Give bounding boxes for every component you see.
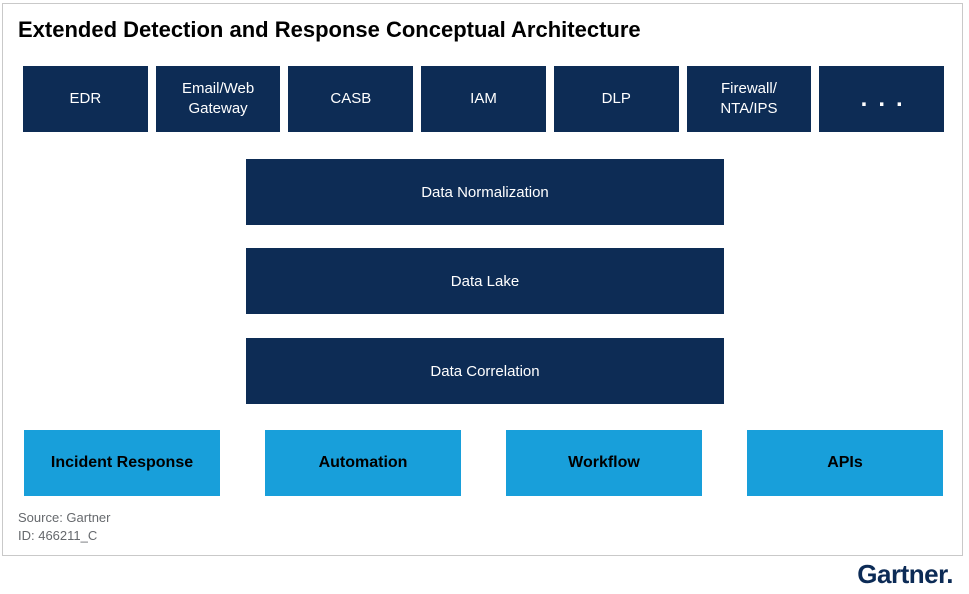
top-box-dlp: DLP: [553, 66, 679, 132]
top-box-email-web-gateway: Email/Web Gateway: [155, 66, 281, 132]
source-block: Source: Gartner ID: 466211_C: [18, 509, 111, 545]
bottom-box-label: Automation: [318, 454, 408, 471]
source-line: Source: Gartner: [18, 510, 111, 525]
top-box-label: Firewall/ NTA/IPS: [720, 80, 778, 117]
ellipsis-dots: ...: [860, 85, 914, 112]
top-box-label: DLP: [601, 90, 631, 107]
top-box-label: IAM: [470, 90, 497, 107]
gartner-logo: Gartner.: [857, 559, 953, 589]
telemetry-sources-row: EDR Email/Web Gateway CASB IAM DLP Firew…: [23, 66, 945, 132]
response-capabilities-row: Incident Response Automation Workflow AP…: [24, 430, 943, 496]
bar-label: Data Lake: [450, 272, 520, 290]
top-box-label: EDR: [69, 90, 102, 107]
bottom-box-label: Workflow: [568, 454, 640, 471]
bottom-box-apis: APIs: [747, 430, 943, 496]
bottom-box-label: Incident Response: [50, 454, 194, 471]
bottom-box-workflow: Workflow: [506, 430, 702, 496]
top-box-casb: CASB: [288, 66, 414, 132]
figure-id-line: ID: 466211_C: [18, 528, 98, 543]
bar-data-lake: Data Lake: [246, 248, 724, 314]
bottom-box-automation: Automation: [265, 430, 461, 496]
bar-data-correlation: Data Correlation: [246, 338, 724, 404]
bottom-box-label: APIs: [827, 454, 863, 471]
top-box-ellipsis: ...: [819, 66, 945, 132]
top-box-iam: IAM: [421, 66, 546, 132]
bar-label: Data Normalization: [421, 183, 549, 201]
top-box-firewall-nta-ips: Firewall/ NTA/IPS: [686, 66, 812, 132]
bar-label: Data Correlation: [430, 362, 540, 380]
figure-title: Extended Detection and Response Conceptu…: [18, 17, 641, 42]
top-box-label: CASB: [330, 90, 372, 107]
top-box-edr: EDR: [23, 66, 148, 132]
top-box-label: Email/Web Gateway: [181, 80, 255, 117]
bar-data-normalization: Data Normalization: [246, 159, 724, 225]
bottom-box-incident-response: Incident Response: [24, 430, 220, 496]
